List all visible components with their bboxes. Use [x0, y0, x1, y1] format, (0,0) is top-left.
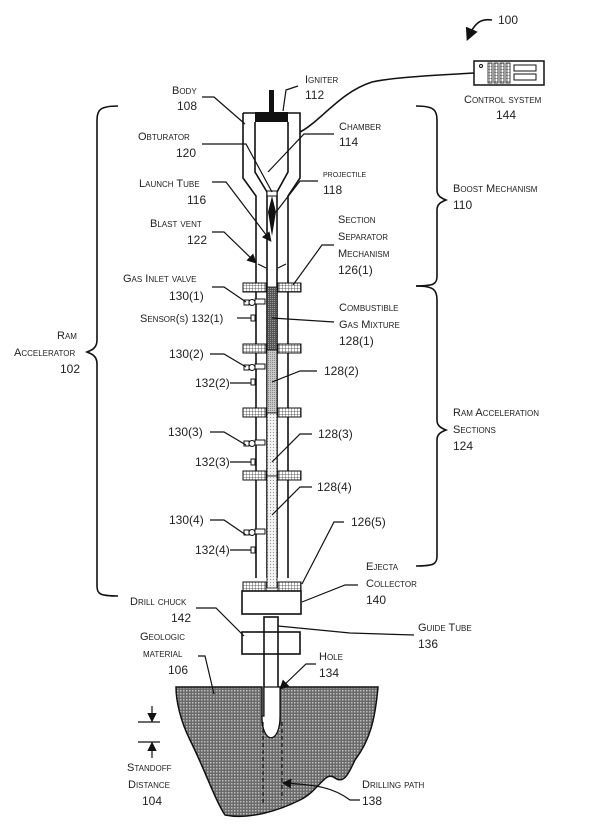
label-igniter-num: 112: [305, 88, 324, 102]
label-igniter: Igniter: [305, 74, 339, 86]
label-accelerator: Accelerator: [14, 347, 75, 359]
control-system-number: 144: [496, 108, 516, 122]
label-geologic: Geologic: [140, 631, 185, 643]
label-section-3: Mechanism: [338, 248, 390, 260]
label-combustible-1: Combustible: [339, 302, 399, 314]
label-obturator-num: 120: [176, 146, 196, 160]
label-gas-inlet-valve: Gas Inlet valve: [123, 273, 196, 285]
section-separators: [242, 282, 302, 592]
gas-mixture-3: [266, 412, 278, 477]
label-body: Body: [172, 85, 197, 97]
label-sensor: Sensor(s) 132(1): [140, 313, 223, 325]
label-launch-tube-num: 116: [187, 193, 206, 207]
label-gas-3: 128(3): [318, 427, 353, 441]
label-drill-chuck-num: 142: [171, 611, 191, 625]
figure-reference-arrow: [465, 18, 493, 41]
standoff-distance-marker: [138, 706, 160, 758]
label-sections: Sections: [453, 424, 496, 436]
label-body-num: 108: [177, 99, 197, 113]
label-valve-3: 130(3): [168, 425, 203, 439]
ram-acceleration-sections-brace: [415, 285, 449, 567]
label-hole: Hole: [319, 651, 343, 663]
projectile-shape: [268, 196, 276, 236]
label-ram: Ram: [57, 330, 77, 342]
label-blast-vent: Blast vent: [150, 218, 202, 230]
hole-shape: [261, 686, 281, 739]
leader-lines: [196, 85, 415, 801]
label-chamber: Chamber: [339, 121, 381, 133]
label-drilling-path: Drilling path: [362, 779, 424, 791]
label-distance: Distance: [128, 779, 170, 791]
label-gas-4: 128(4): [317, 480, 352, 494]
label-standoff-num: 104: [142, 794, 162, 808]
label-geologic-num: 106: [168, 663, 188, 677]
label-boost-mechanism: Boost Mechanism: [453, 183, 538, 195]
drill-chuck-box: [241, 631, 301, 655]
ejecta-collector-box: [241, 590, 302, 615]
label-collector: Collector: [366, 578, 417, 590]
label-sensor-3: 132(3): [195, 455, 230, 469]
label-separator-5: 126(5): [351, 515, 386, 529]
label-gas-2: 128(2): [324, 364, 359, 378]
label-ram-acceleration: Ram Acceleration: [453, 407, 539, 419]
label-guide-tube-num: 136: [418, 637, 438, 651]
label-ejecta: Ejecta: [366, 561, 399, 573]
label-projectile-num: 118: [323, 183, 342, 197]
label-blast-vent-num: 122: [187, 233, 207, 247]
label-drill-chuck: Drill chuck: [130, 596, 187, 608]
label-valve-2: 130(2): [169, 347, 204, 361]
label-section-1: Section: [338, 214, 376, 226]
label-sensor-4: 132(4): [195, 543, 230, 557]
label-section-2: Separator: [338, 231, 388, 243]
boost-mechanism-brace: [415, 105, 449, 287]
control-cable: [299, 72, 475, 133]
control-system-icon: [473, 60, 545, 86]
label-combustible-2: Gas Mixture: [339, 319, 400, 331]
label-ejecta-collector-num: 140: [366, 593, 386, 607]
label-drilling-path-num: 138: [362, 794, 382, 808]
label-section-num: 126(1): [338, 263, 373, 277]
control-system-label: Control system: [464, 94, 542, 106]
label-material: material: [143, 648, 183, 660]
label-standoff: Standoff: [127, 762, 172, 774]
label-ram-accelerator-num: 102: [60, 362, 80, 376]
figure-reference-number: 100: [498, 13, 518, 27]
label-combustible-num: 128(1): [339, 334, 374, 348]
label-projectile: projectile: [323, 169, 367, 180]
label-guide-tube: Guide Tube: [418, 622, 472, 634]
label-gas-inlet-valve-num: 130(1): [169, 289, 204, 303]
label-sensor-2: 132(2): [195, 376, 230, 390]
label-hole-num: 134: [319, 666, 339, 680]
label-chamber-num: 114: [339, 135, 358, 149]
ram-accelerator-brace: [84, 105, 119, 597]
gas-inlet-valves: [243, 298, 266, 536]
label-launch-tube: Launch Tube: [139, 178, 200, 190]
label-obturator: Obturator: [138, 131, 190, 143]
label-boost-mechanism-num: 110: [453, 198, 472, 212]
gas-mixture-4: [266, 475, 278, 589]
label-ram-acceleration-num: 124: [453, 439, 473, 453]
label-valve-4: 130(4): [169, 513, 204, 527]
